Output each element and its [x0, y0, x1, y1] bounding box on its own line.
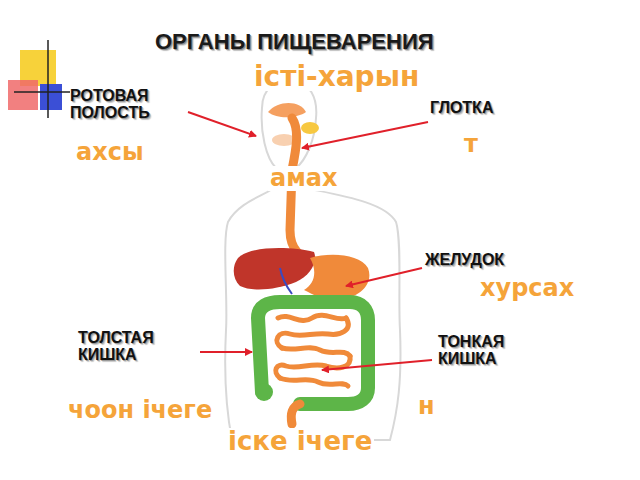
oral-cavity — [268, 103, 306, 117]
translation-label: т — [462, 132, 480, 157]
organ-label: ГЛОТКА — [430, 100, 493, 117]
appendix-area — [255, 383, 273, 401]
organ-label: ТОЛСТАЯ КИШКА — [78, 330, 188, 364]
organ-label: ЖЕЛУДОК — [425, 252, 504, 269]
organ-label: РОТОВАЯ ПОЛОСТЬ — [70, 88, 190, 122]
small-intestine — [276, 315, 350, 386]
translation-label: іске ічеге — [226, 428, 374, 455]
bile-duct — [280, 268, 292, 294]
decor-squares — [8, 40, 70, 118]
rectum — [291, 404, 300, 424]
translation-label: н — [416, 394, 437, 419]
large-intestine — [258, 302, 368, 404]
leader-arrows — [188, 112, 432, 370]
translation-label: істі-харын — [252, 62, 421, 91]
translation-label: чоон ічеге — [66, 398, 214, 423]
organ-label: ТОНКАЯ КИШКА — [438, 334, 548, 368]
translation-label: хурсах — [478, 276, 576, 301]
salivary-gland — [301, 122, 319, 134]
translation-label: ахсы — [74, 140, 146, 165]
diagram-title: ОРГАНЫ ПИЩЕВАРЕНИЯ — [155, 30, 434, 53]
translation-label: амах — [268, 166, 340, 191]
stomach — [304, 255, 369, 300]
liver — [234, 248, 315, 289]
